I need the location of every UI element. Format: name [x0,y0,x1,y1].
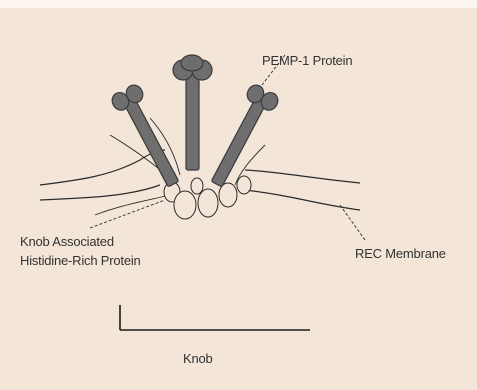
khrp-ellipse-3 [198,189,218,217]
label-pfemp1-protein: PEMP-1 Protein [262,52,352,70]
membrane-left-lower [40,185,160,200]
pointer-rbc [340,205,365,240]
khrp-ellipse-6 [191,178,203,194]
label-rbc-membrane: REC Membrane [355,245,446,263]
protein-left [109,82,187,191]
pointer-khrp [90,200,165,228]
pointer-lines [90,55,365,240]
scale-bar [120,305,310,330]
label-knob-associated-line1: Knob Associated [20,233,114,251]
khrp-ellipse-2 [174,191,196,219]
protein-right [202,82,280,191]
protein-center [173,55,212,170]
membrane-left-upper [40,150,165,185]
membrane-right-upper [245,170,360,183]
khrp-ellipse-5 [237,176,251,194]
label-knob-associated-line2: Histidine-Rich Protein [20,252,141,270]
label-knob: Knob [183,350,213,368]
membrane-right-lower [245,190,360,210]
